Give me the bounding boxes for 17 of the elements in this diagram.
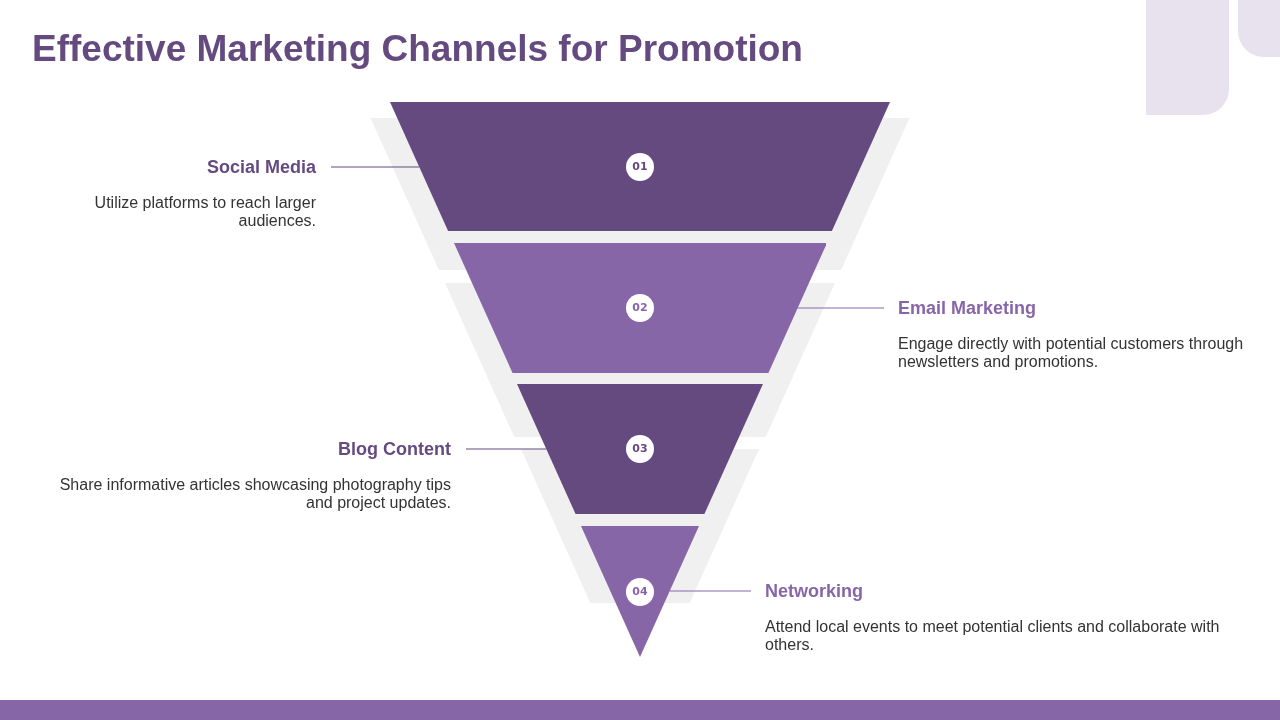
- channel-description: Engage directly with potential customers through newsletters and promotions.: [898, 335, 1245, 371]
- leader-line: [796, 307, 885, 309]
- channel-heading: Email Marketing: [898, 297, 1037, 319]
- channel-description: Utilize platforms to reach larger audiences.: [93, 194, 316, 230]
- slide-title: Effective Marketing Channels for Promotion: [32, 28, 803, 70]
- channel-description: Share informative articles showcasing photography tips and project updates.: [58, 476, 451, 512]
- channel-description: Attend local events to meet potential clients and collaborate with others.: [765, 618, 1221, 654]
- leader-line: [465, 448, 547, 450]
- channel-heading: Blog Content: [338, 438, 451, 460]
- funnel-segment: [517, 384, 763, 514]
- channel-heading: Social Media: [206, 156, 316, 178]
- leader-line: [669, 590, 752, 592]
- channel-heading: Networking: [765, 580, 863, 602]
- funnel-segment: [581, 526, 699, 657]
- leader-line: [330, 166, 420, 168]
- funnel-segment: [453, 243, 827, 373]
- funnel-segment: [390, 102, 890, 231]
